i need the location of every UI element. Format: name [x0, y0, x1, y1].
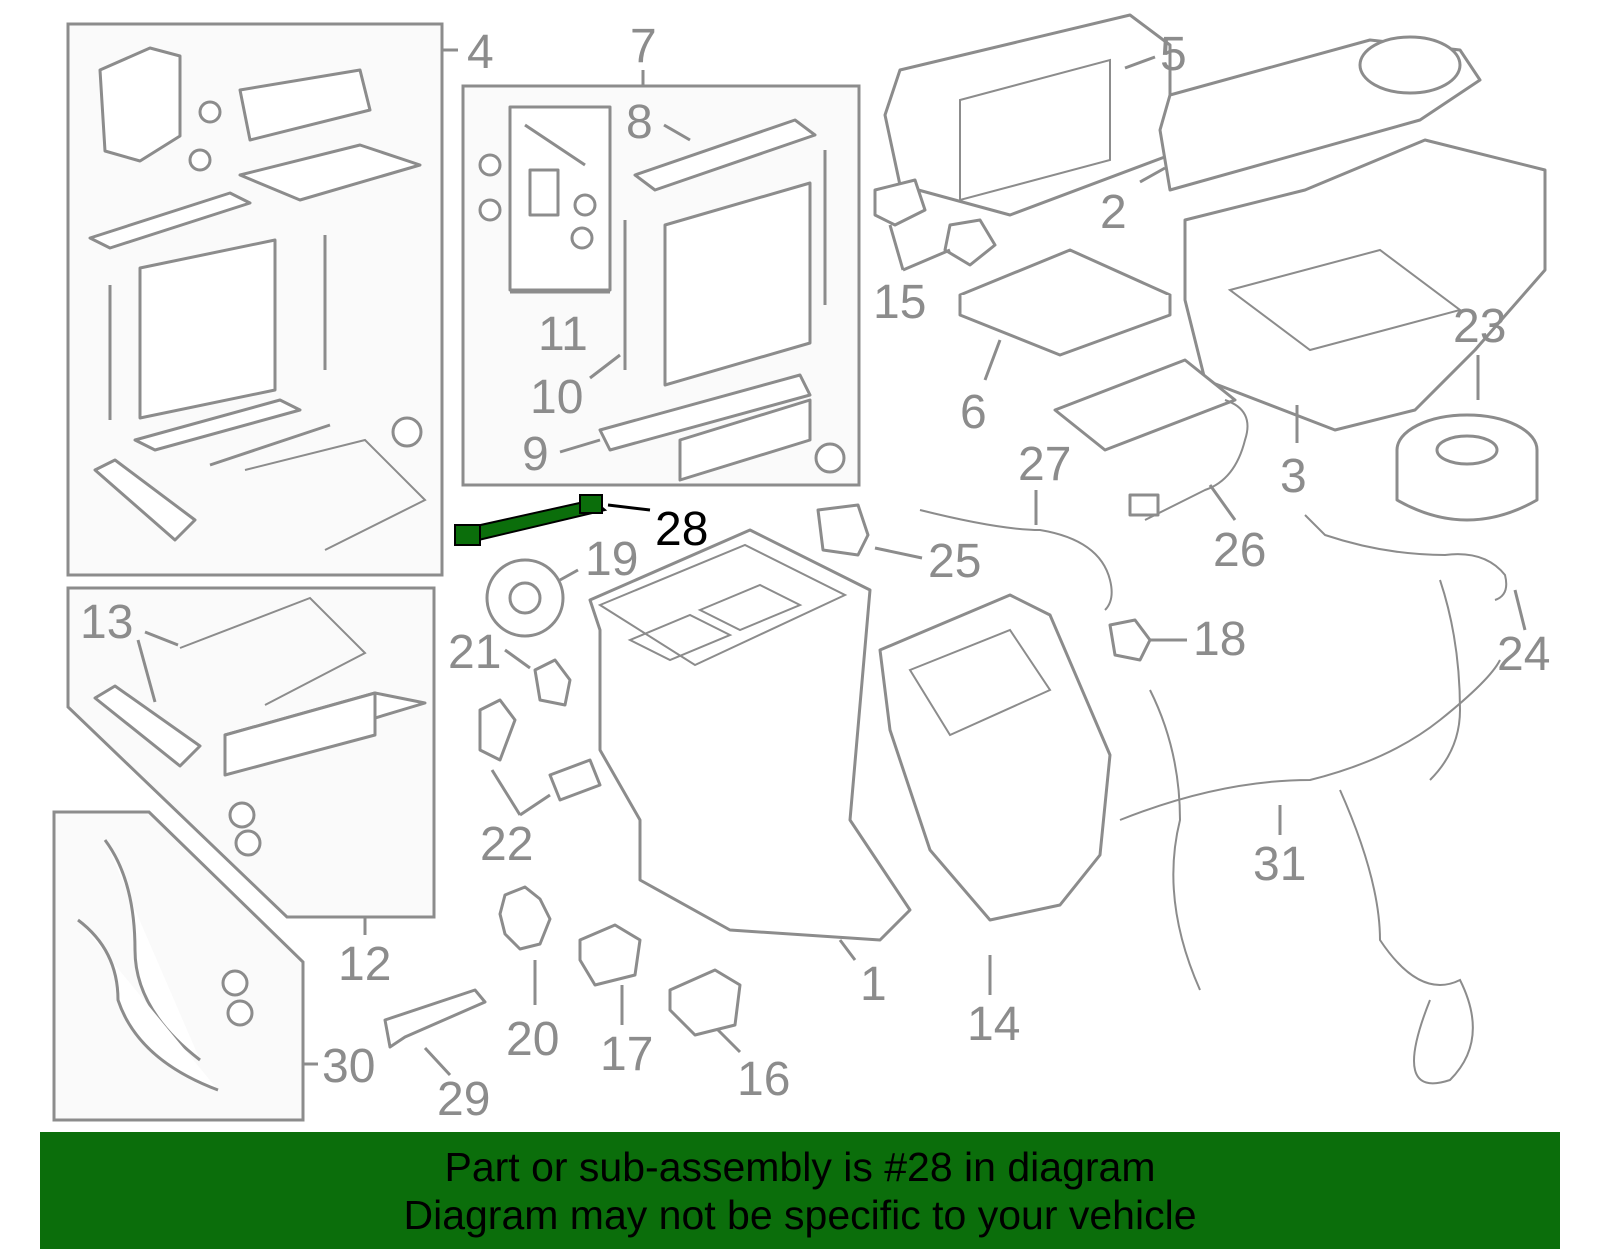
- part-28-highlighted[interactable]: [454, 494, 608, 546]
- part-6-filter: [958, 248, 1172, 357]
- callout-31: 31: [1253, 838, 1306, 891]
- callout-10: 10: [530, 371, 583, 424]
- group-box-30: [52, 810, 318, 1122]
- callout-15: 15: [873, 276, 926, 329]
- callout-17: 17: [600, 1028, 653, 1081]
- part-19-gear: [485, 558, 565, 638]
- callout-3: 3: [1280, 450, 1307, 503]
- part-20-gasket: [498, 885, 552, 951]
- callout-22: 22: [480, 818, 533, 871]
- part-17-actuator: [578, 923, 642, 987]
- callout-18: 18: [1193, 613, 1246, 666]
- callout-24: 24: [1497, 628, 1550, 681]
- group-box-4: [66, 22, 458, 577]
- part-31-harness: [1119, 579, 1501, 1085]
- part-26-evap-filter-harness: [1053, 358, 1249, 521]
- part-22-levers: [478, 698, 602, 802]
- part-18-sensor: [1108, 618, 1152, 662]
- callout-2: 2: [1100, 186, 1127, 239]
- part-2-duct: [1158, 35, 1482, 192]
- callout-19: 19: [585, 533, 638, 586]
- part-27-sensor: [919, 509, 1113, 611]
- callout-9: 9: [522, 428, 549, 481]
- group-box-7: [461, 70, 861, 487]
- callout-23: 23: [1453, 300, 1506, 353]
- callout-7: 7: [630, 20, 657, 73]
- part-14-case-half: [878, 593, 1112, 922]
- part-15-actuators: [873, 178, 997, 267]
- banner-line-1: Part or sub-assembly is #28 in diagram: [444, 1143, 1156, 1190]
- callout-30: 30: [322, 1040, 375, 1093]
- callout-16: 16: [737, 1053, 790, 1106]
- part-25-actuator: [816, 503, 870, 557]
- callout-21: 21: [448, 626, 501, 679]
- part-5-case-top: [883, 13, 1172, 217]
- callout-14: 14: [967, 998, 1020, 1051]
- part-16-actuator: [668, 968, 742, 1037]
- callout-25: 25: [928, 535, 981, 588]
- callout-5: 5: [1160, 28, 1187, 81]
- callout-28-leader: [607, 503, 651, 512]
- callout-28[interactable]: 28: [655, 503, 708, 556]
- callout-13: 13: [80, 596, 133, 649]
- part-21-link: [533, 658, 572, 707]
- callout-6: 6: [960, 386, 987, 439]
- callout-12: 12: [338, 938, 391, 991]
- callout-26: 26: [1213, 524, 1266, 577]
- part-3-lower-case: [1183, 138, 1547, 432]
- callout-29: 29: [437, 1073, 490, 1126]
- part-24-harness: [1304, 514, 1508, 601]
- group-box-12: [66, 586, 436, 935]
- callout-1: 1: [860, 958, 887, 1011]
- callout-8: 8: [626, 96, 653, 149]
- callout-11: 11: [538, 308, 588, 361]
- part-29-sensor: [383, 988, 487, 1049]
- part-1-hvac-case: [588, 528, 912, 942]
- info-banner: Part or sub-assembly is #28 in diagram D…: [40, 1132, 1560, 1249]
- banner-line-2: Diagram may not be specific to your vehi…: [403, 1191, 1197, 1238]
- part-23-blower: [1395, 413, 1539, 522]
- callout-20: 20: [506, 1013, 559, 1066]
- callout-4: 4: [467, 26, 494, 79]
- callout-27: 27: [1018, 438, 1071, 491]
